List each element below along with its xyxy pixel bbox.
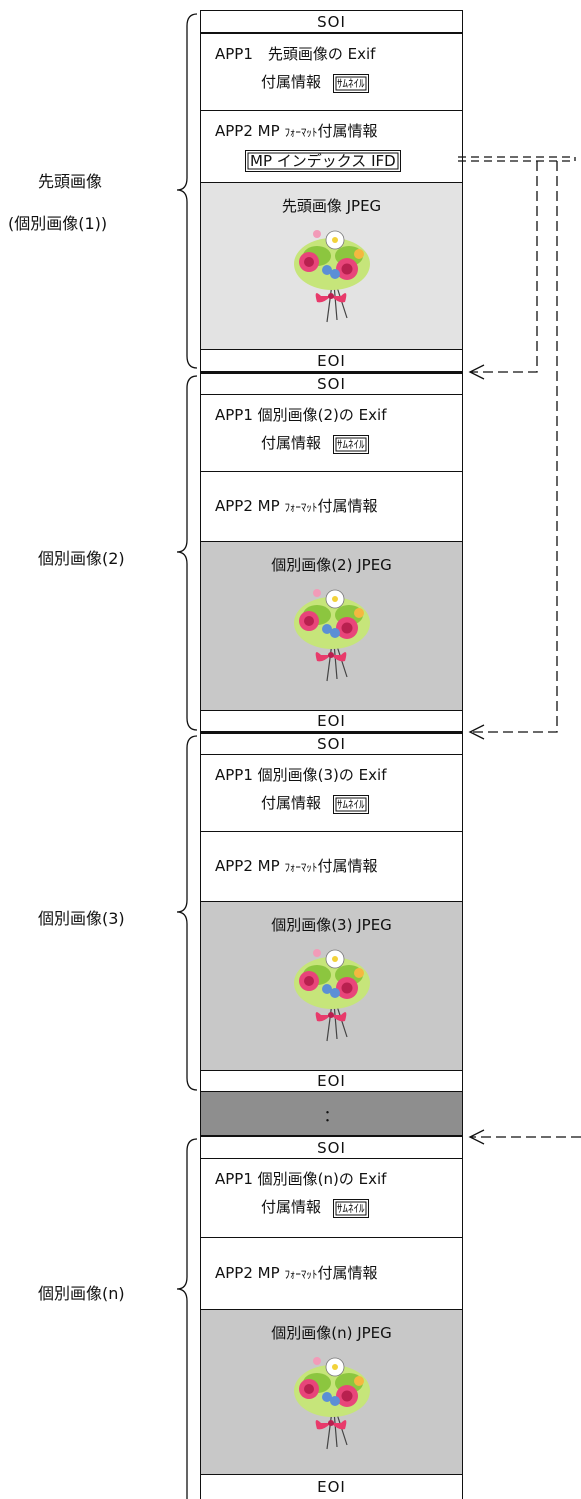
flower-bouquet-icon bbox=[293, 230, 370, 323]
app2-suffix: 付属情報 bbox=[317, 1263, 378, 1282]
app2-prefix: APP2 MP bbox=[215, 122, 280, 140]
app2-segment-3: APP2 MP ﾌｫｰﾏｯﾄ付属情報 bbox=[200, 831, 463, 902]
jpeg-segment-1: 先頭画像 JPEG bbox=[200, 182, 463, 350]
group-label-2: 個別画像(2) bbox=[38, 545, 125, 569]
app2-label: APP2 MP ﾌｫｰﾏｯﾄ付属情報 bbox=[215, 492, 377, 522]
jpeg-label: 先頭画像 JPEG bbox=[281, 197, 382, 215]
soi-text: SOI bbox=[317, 1138, 346, 1157]
thumbnail-box: ｻﾑﾈｲﾙ bbox=[333, 795, 369, 814]
fuzoku-text: 付属情報 bbox=[261, 434, 322, 452]
app2-label: APP2 MP ﾌｫｰﾏｯﾄ付属情報 bbox=[215, 117, 452, 147]
arrowhead-image-3 bbox=[468, 724, 485, 740]
arrowhead-image-n bbox=[468, 1129, 485, 1145]
ellipsis-segment: ： bbox=[200, 1091, 463, 1136]
app2-suffix: 付属情報 bbox=[317, 122, 378, 140]
app1-segment-1: APP1 先頭画像の Exif 付属情報 ｻﾑﾈｲﾙ bbox=[200, 33, 463, 111]
app2-label: APP2 MP ﾌｫｰﾏｯﾄ付属情報 bbox=[215, 852, 377, 882]
brace-group-n bbox=[176, 1138, 198, 1499]
group-label-n-text: 個別画像(n) bbox=[38, 1284, 125, 1303]
dashed-arrow-to-image-3 bbox=[470, 161, 558, 733]
mp-index-ifd-row: MP インデックス IFD bbox=[215, 147, 452, 175]
eoi-marker-n: EOI bbox=[200, 1474, 463, 1499]
app2-segment-2: APP2 MP ﾌｫｰﾏｯﾄ付属情報 bbox=[200, 471, 463, 542]
group-label-first-sub: (個別画像(1)) bbox=[8, 210, 107, 234]
app2-prefix: APP2 MP bbox=[215, 496, 280, 515]
image-boundary-1 bbox=[200, 371, 463, 374]
group-label-first-line2: (個別画像(1)) bbox=[8, 214, 108, 233]
app1-label: APP1 個別画像(3)の Exif bbox=[215, 766, 387, 784]
thumbnail-box: ｻﾑﾈｲﾙ bbox=[333, 435, 369, 454]
flower-bouquet-icon bbox=[293, 1357, 370, 1450]
brace-group-2 bbox=[176, 375, 198, 731]
group-label-first: 先頭画像 bbox=[38, 168, 102, 192]
thumbnail-box: ｻﾑﾈｲﾙ bbox=[333, 74, 369, 93]
eoi-text: EOI bbox=[317, 1478, 346, 1496]
jpeg-segment-n: 個別画像(n) JPEG bbox=[200, 1309, 463, 1475]
app2-segment-n: APP2 MP ﾌｫｰﾏｯﾄ付属情報 bbox=[200, 1237, 463, 1310]
group-label-3: 個別画像(3) bbox=[38, 905, 125, 929]
group-label-n: 個別画像(n) bbox=[38, 1280, 125, 1304]
app1-segment-3: APP1 個別画像(3)の Exif 付属情報 ｻﾑﾈｲﾙ bbox=[200, 754, 463, 832]
jpeg-label: 個別画像(2) JPEG bbox=[271, 556, 392, 574]
app2-suffix: 付属情報 bbox=[317, 496, 378, 515]
app1-second-line: 付属情報 ｻﾑﾈｲﾙ bbox=[215, 1193, 452, 1221]
flower-bouquet-icon bbox=[293, 589, 370, 682]
soi-text: SOI bbox=[317, 735, 346, 753]
eoi-text: EOI bbox=[317, 712, 346, 730]
flower-bouquet-icon bbox=[293, 949, 370, 1042]
ellipsis-text: ： bbox=[323, 1105, 340, 1125]
app2-prefix: APP2 MP bbox=[215, 1263, 280, 1282]
app2-prefix: APP2 MP bbox=[215, 856, 280, 875]
soi-text: SOI bbox=[317, 12, 346, 31]
app1-label: APP1 先頭画像の Exif bbox=[215, 45, 376, 63]
app2-segment-1: APP2 MP ﾌｫｰﾏｯﾄ付属情報 MP インデックス IFD bbox=[200, 110, 463, 183]
app1-label: APP1 個別画像(n)の Exif bbox=[215, 1170, 387, 1188]
app2-format: ﾌｫｰﾏｯﾄ bbox=[284, 1267, 318, 1281]
brace-group-1 bbox=[176, 13, 198, 369]
group-label-3-text: 個別画像(3) bbox=[38, 909, 125, 928]
app2-format: ﾌｫｰﾏｯﾄ bbox=[284, 126, 318, 139]
app2-format: ﾌｫｰﾏｯﾄ bbox=[284, 500, 318, 514]
image-boundary-2 bbox=[200, 731, 463, 734]
fuzoku-text: 付属情報 bbox=[261, 794, 322, 812]
mp-index-dash-start bbox=[458, 156, 575, 162]
jpeg-label: 個別画像(n) JPEG bbox=[271, 1324, 392, 1342]
app1-second-line: 付属情報 ｻﾑﾈｲﾙ bbox=[215, 789, 452, 817]
mp-index-ifd-box: MP インデックス IFD bbox=[245, 150, 401, 172]
thumbnail-box: ｻﾑﾈｲﾙ bbox=[333, 1199, 369, 1218]
eoi-text: EOI bbox=[317, 351, 346, 370]
group-label-2-text: 個別画像(2) bbox=[38, 549, 125, 568]
eoi-text: EOI bbox=[317, 1072, 346, 1090]
soi-text: SOI bbox=[317, 375, 346, 393]
jpeg-segment-3: 個別画像(3) JPEG bbox=[200, 901, 463, 1071]
soi-marker-1: SOI bbox=[200, 10, 463, 33]
arrowhead-image-2 bbox=[468, 364, 485, 380]
app1-second-line: 付属情報 ｻﾑﾈｲﾙ bbox=[215, 68, 452, 96]
app2-format: ﾌｫｰﾏｯﾄ bbox=[284, 860, 318, 874]
app2-label: APP2 MP ﾌｫｰﾏｯﾄ付属情報 bbox=[215, 1259, 377, 1289]
app1-second-line: 付属情報 ｻﾑﾈｲﾙ bbox=[215, 429, 452, 457]
eoi-marker-1: EOI bbox=[200, 349, 463, 372]
fuzoku-text: 付属情報 bbox=[261, 73, 322, 91]
app1-label: APP1 個別画像(2)の Exif bbox=[215, 406, 387, 424]
brace-group-3 bbox=[176, 735, 198, 1091]
fuzoku-text: 付属情報 bbox=[261, 1198, 322, 1216]
app1-segment-2: APP1 個別画像(2)の Exif 付属情報 ｻﾑﾈｲﾙ bbox=[200, 394, 463, 472]
app2-suffix: 付属情報 bbox=[317, 856, 378, 875]
group-label-first-line1: 先頭画像 bbox=[38, 172, 103, 191]
dashed-arrow-to-image-2 bbox=[470, 161, 538, 373]
jpeg-segment-2: 個別画像(2) JPEG bbox=[200, 541, 463, 711]
jpeg-label: 個別画像(3) JPEG bbox=[271, 916, 392, 934]
